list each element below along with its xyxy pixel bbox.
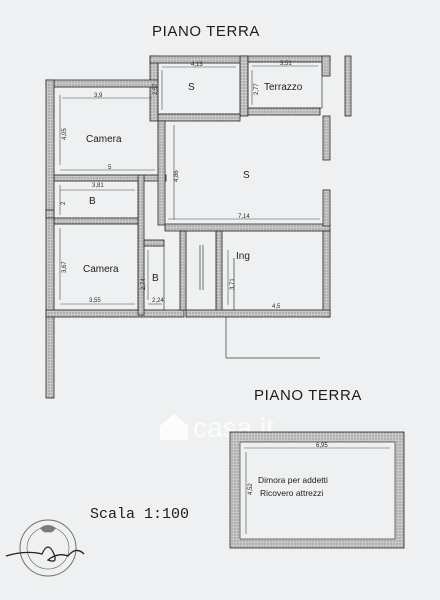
dim-label: 2,57 — [153, 83, 159, 95]
room-label-camera-top: Camera — [86, 134, 122, 145]
dim-label: 3,9 — [94, 93, 103, 99]
plan-title-bottom: PIANO TERRA — [254, 387, 362, 404]
dim-label: 4,52 — [248, 483, 254, 495]
house-icon — [160, 414, 188, 440]
dim-label: 4,5 — [272, 304, 281, 310]
dim-label: 2,77 — [254, 83, 260, 95]
room-label-ing: Ing — [236, 251, 250, 262]
dim-label: 3,81 — [92, 183, 104, 189]
dim-label: 3,71 — [230, 278, 236, 290]
annex-label-line2: Ricovero attrezzi — [260, 488, 323, 498]
dim-label: 7,14 — [238, 214, 250, 220]
room-label-terrazzo: Terrazzo — [264, 82, 303, 93]
signature-icon — [5, 546, 85, 562]
dim-label: 4,13 — [191, 62, 203, 68]
annex-label-line1: Dimora per addetti — [258, 475, 328, 485]
room-label-camera-bottom: Camera — [83, 264, 119, 275]
watermark: casa.it — [160, 412, 274, 443]
dim-label: 3,55 — [89, 298, 101, 304]
dim-label: 2,74 — [141, 278, 147, 290]
dim-label: 3,67 — [62, 261, 68, 273]
dim-label: 3,51 — [280, 61, 292, 67]
dim-label: 2,24 — [152, 298, 164, 304]
dim-label: 6,95 — [316, 443, 328, 449]
dim-label: 4,05 — [62, 128, 68, 140]
walls — [45, 55, 352, 399]
room-label-b-small: B — [152, 273, 159, 284]
scale-label: Scala 1:100 — [90, 506, 189, 523]
dim-label: 5 — [108, 165, 112, 171]
annex-building — [229, 431, 405, 549]
room-label-b-left: B — [89, 196, 96, 207]
dimension-lines — [59, 65, 320, 311]
room-outlines — [53, 61, 324, 359]
room-label-s-top: S — [188, 82, 195, 93]
stamp-icon — [19, 519, 77, 577]
dim-label: 4,86 — [174, 170, 180, 182]
dim-label: 2 — [61, 201, 67, 205]
plan-title-top: PIANO TERRA — [152, 23, 260, 40]
room-label-s-main: S — [243, 170, 250, 181]
